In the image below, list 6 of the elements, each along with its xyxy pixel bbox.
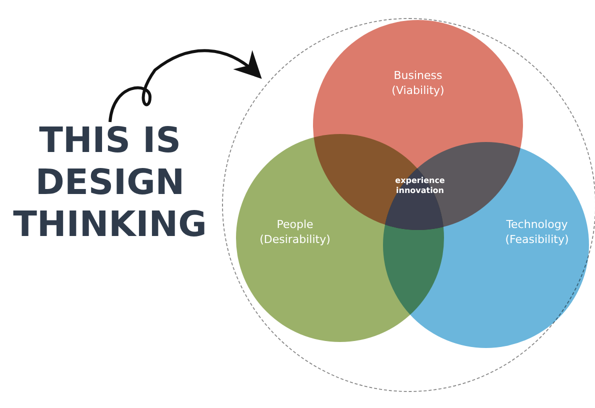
circle-label: Business (Viability)	[390, 68, 446, 99]
center-label: experience innovation	[394, 176, 446, 197]
curved-arrow	[108, 49, 262, 122]
heading-text: THIS IS DESIGN THINKING	[10, 120, 210, 246]
circle-label: Technology (Feasibility)	[504, 217, 570, 248]
circle-label: People (Desirability)	[258, 217, 332, 248]
